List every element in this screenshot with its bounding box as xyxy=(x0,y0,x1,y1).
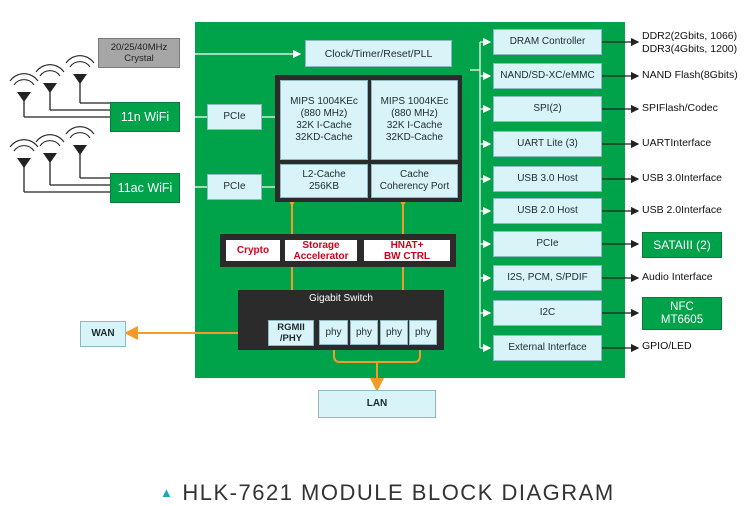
pcie-left-1: PCIe xyxy=(207,104,262,130)
coherency-port: Cache Coherency Port xyxy=(371,164,458,198)
ext-usb2: USB 2.0Interface xyxy=(642,204,722,216)
l2-cache: L2-Cache 256KB xyxy=(280,164,368,198)
ext-ddr3: DDR3(4Gbits, 1200) xyxy=(642,43,738,55)
coherency-line1: Cache xyxy=(400,169,429,180)
periph-pcie: PCIe xyxy=(493,231,602,257)
periph-external-interface: External Interface xyxy=(493,335,602,361)
crystal-freq: 20/25/40MHz xyxy=(110,42,168,53)
storage-line1: Storage xyxy=(302,239,340,251)
hnat-block: HNAT+ BW CTRL xyxy=(364,239,450,262)
crypto-block: Crypto xyxy=(226,240,280,261)
phy-port-4: phy xyxy=(409,320,437,345)
ext-uart: UARTInterface xyxy=(642,137,712,149)
wifi-11ac-block: 11ac WiFi xyxy=(110,173,180,203)
periph-nand-sd: NAND/SD-XC/eMMC xyxy=(493,63,602,89)
l2-line2: 256KB xyxy=(308,181,340,192)
ext-ddr2: DDR2(2Gbits, 1066) xyxy=(642,30,738,42)
gigabit-switch-label: Gigabit Switch xyxy=(309,292,373,304)
ext-nfc: NFC MT6605 xyxy=(642,297,722,330)
caption-text: HLK-7621 MODULE BLOCK DIAGRAM xyxy=(182,480,615,505)
periph-dram-controller: DRAM Controller xyxy=(493,29,602,55)
hnat-line2: BW CTRL xyxy=(383,250,431,262)
crystal-box: 20/25/40MHz Crystal xyxy=(98,38,180,68)
ext-gpio: GPIO/LED xyxy=(642,340,692,352)
periph-spi: SPI(2) xyxy=(493,96,602,122)
cpu-l-line3: 32K I-Cache xyxy=(296,120,352,131)
phy-port-3: phy xyxy=(380,320,408,345)
periph-usb2: USB 2.0 Host xyxy=(493,198,602,224)
ext-nand: NAND Flash(8Gbits) xyxy=(642,69,738,81)
wan-port: WAN xyxy=(80,321,126,347)
phy-port-1: phy xyxy=(319,320,348,345)
cpu-l-line2: (880 MHz) xyxy=(300,108,348,119)
periph-usb3: USB 3.0 Host xyxy=(493,166,602,192)
lan-port: LAN xyxy=(318,390,436,418)
periph-i2s: I2S, PCM, S/PDIF xyxy=(493,265,602,291)
periph-i2c: I2C xyxy=(493,300,602,326)
periph-uart: UART Lite (3) xyxy=(493,131,602,157)
l2-line1: L2-Cache xyxy=(302,169,346,180)
clock-block: Clock/Timer/Reset/PLL xyxy=(305,40,452,67)
ext-usb3: USB 3.0Interface xyxy=(642,172,722,184)
wifi-11n-block: 11n WiFi xyxy=(110,102,180,132)
cpu-core-left: MIPS 1004KEc (880 MHz) 32K I-Cache 32KD-… xyxy=(280,80,368,160)
cpu-l-line1: MIPS 1004KEc xyxy=(290,96,358,107)
caption-triangle-icon: ▲ xyxy=(160,485,175,500)
cpu-core-right: MIPS 1004KEc (880 MHz) 32K I-Cache 32KD-… xyxy=(371,80,458,160)
ext-ddr: DDR2(2Gbits, 1066) DDR3(4Gbits, 1200) xyxy=(642,30,737,56)
phy-port-2: phy xyxy=(350,320,378,345)
coherency-line2: Coherency Port xyxy=(379,181,450,192)
storage-accelerator: Storage Accelerator xyxy=(285,239,357,262)
hnat-line1: HNAT+ xyxy=(390,239,424,251)
crystal-label: Crystal xyxy=(124,53,154,64)
rgmii-line1: RGMII xyxy=(277,322,305,333)
cpu-r-line2: (880 MHz) xyxy=(391,108,438,119)
cpu-r-line3: 32K I-Cache xyxy=(386,120,443,131)
ext-sata: SATAIII (2) xyxy=(642,232,722,258)
pcie-left-2: PCIe xyxy=(207,174,262,200)
diagram-caption: ▲ HLK-7621 MODULE BLOCK DIAGRAM xyxy=(160,480,615,506)
cpu-r-line4: 32KD-Cache xyxy=(385,132,444,143)
ext-spi: SPIFlash/Codec xyxy=(642,102,718,114)
ext-nfc-line1: NFC xyxy=(670,300,694,313)
cpu-l-line4: 32KD-Cache xyxy=(295,132,353,143)
storage-line2: Accelerator xyxy=(293,250,349,262)
cpu-r-line1: MIPS 1004KEc xyxy=(380,96,449,107)
ext-nfc-line2: MT6605 xyxy=(660,313,704,326)
ext-audio: Audio Interface xyxy=(642,271,713,283)
rgmii-phy: RGMII /PHY xyxy=(268,320,314,346)
rgmii-line2: /PHY xyxy=(279,333,303,344)
